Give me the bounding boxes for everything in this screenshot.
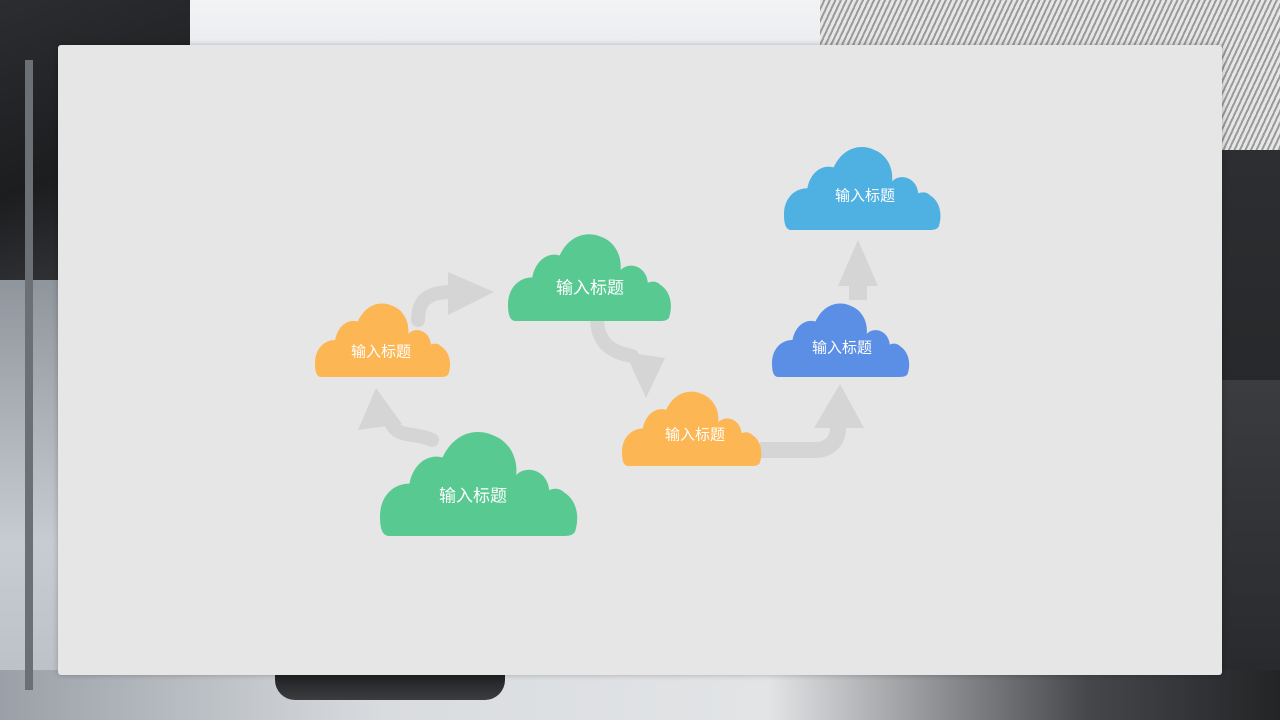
cloud-label-green-bottom: 输入标题	[439, 486, 507, 507]
arrow-curve-down	[590, 311, 665, 398]
background-photo-object	[275, 672, 505, 700]
arrow-up	[838, 240, 878, 300]
background-photo-bottom	[0, 670, 1280, 720]
cloud-label-sky-top: 输入标题	[834, 186, 896, 205]
arrow-curve-right	[411, 272, 494, 327]
cloud-label-orange-right: 输入标题	[664, 425, 726, 444]
cloud-label-blue-mid: 输入标题	[811, 338, 873, 357]
arrows	[358, 240, 878, 458]
cloud-label-green-top: 输入标题	[556, 278, 624, 299]
background-frame-line	[25, 60, 33, 690]
arrow-right-up	[760, 384, 864, 458]
cloud-label-orange-left: 输入标题	[350, 342, 412, 361]
arrow-up-left	[358, 388, 439, 447]
